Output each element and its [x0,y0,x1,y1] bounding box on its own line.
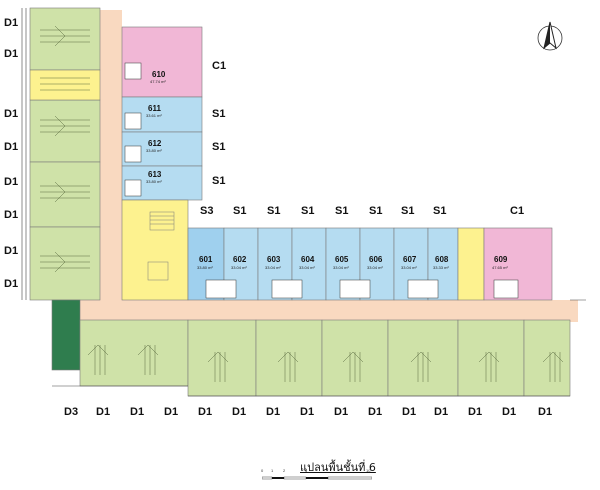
unit-d3-block [51,299,81,371]
left-column-units [29,7,101,301]
unit-611-number: 611 [148,104,161,113]
unit-612-area: 33.80 m² [146,148,162,153]
unit-602-number: 602 [233,255,247,264]
unit-left-1 [29,7,101,71]
scale-tick-2: 2 [283,468,286,473]
bottom-label-12: D1 [468,406,483,418]
unit-603-area: 33.04 m² [265,265,281,270]
unit-607-number: 607 [403,255,417,264]
bottom-label-8: D1 [334,406,349,418]
unit-610-area: 47.74 m² [150,79,166,84]
top-label-s1-6: S1 [401,205,415,217]
top-label-s1-2: S1 [267,205,281,217]
bottom-label-9: D1 [368,406,383,418]
scale-tick-1: 1 [271,468,274,473]
top-label-s1-7: S1 [433,205,447,217]
bottom-label-d3: D3 [64,406,79,418]
unit-610-block [121,26,203,98]
scale-tick-5: 5 [305,468,308,473]
unit-605-area: 33.04 m² [333,265,349,270]
top-label-s1-3: S1 [301,205,315,217]
unit-609-number: 609 [494,255,508,264]
stair-core-right [457,227,485,301]
left-column-hatches [40,25,90,273]
balcony-edges [21,8,586,397]
unit-604-area: 33.04 m² [299,265,315,270]
left-label-8: D1 [4,278,19,290]
unit-606-number: 606 [369,255,383,264]
unit-613-area: 33.80 m² [146,179,162,184]
unit-602-area: 33.04 m² [231,265,247,270]
scale-tick-0: 0 [261,468,264,473]
top-label-c1: C1 [510,205,525,217]
bottom-label-7: D1 [300,406,315,418]
scale-bar [262,476,372,480]
left-label-1: D1 [4,17,19,29]
left-label-5: D1 [4,176,19,188]
bottom-label-10: D1 [402,406,417,418]
stair-core-left [29,69,101,101]
left-label-3: D1 [4,108,19,120]
left-label-7: D1 [4,245,19,257]
corridor-horizontal [78,300,578,322]
scale-tick-10: 10 [366,468,371,473]
bottom-label-4: D1 [198,406,213,418]
unit-609-area: 47.65 m² [492,265,508,270]
top-label-s1-5: S1 [369,205,383,217]
bottom-row-units [79,319,571,397]
unit-left-3 [29,161,101,228]
unit-604-number: 604 [301,255,315,264]
north-arrow-icon [537,21,563,51]
bottom-label-2: D1 [130,406,145,418]
bathroom-pods [124,62,519,299]
left-label-6: D1 [4,209,19,221]
unit-610-number: 610 [152,70,166,79]
center-core-details [147,211,175,281]
bottom-label-3: D1 [164,406,179,418]
wing-label-c1: C1 [212,60,227,72]
top-label-s1-4: S1 [335,205,349,217]
unit-left-2 [29,99,101,163]
wing-label-s1-2: S1 [212,141,226,153]
stair-core-center [121,199,189,301]
left-label-4: D1 [4,141,19,153]
bottom-label-6: D1 [266,406,281,418]
unit-605-number: 605 [335,255,349,264]
bottom-label-11: D1 [434,406,449,418]
unit-608-area: 33.33 m² [433,265,449,270]
unit-601-area: 33.80 m² [197,265,213,270]
top-label-s3: S3 [200,205,214,217]
unit-608-number: 608 [435,255,449,264]
left-label-2: D1 [4,48,19,60]
unit-606-area: 33.04 m² [367,265,383,270]
unit-612-number: 612 [148,139,162,148]
unit-607-area: 33.04 m² [401,265,417,270]
bottom-label-1: D1 [96,406,111,418]
bottom-row-hatches [87,344,564,382]
bottom-label-14: D1 [538,406,553,418]
plan-title: แปลนพื้นชั้นที่ 6 [300,461,376,474]
unit-601-number: 601 [199,255,213,264]
wing-label-s1-3: S1 [212,175,226,187]
corridor-vertical [100,10,122,312]
bottom-label-13: D1 [502,406,517,418]
unit-left-4 [29,226,101,301]
unit-603-number: 603 [267,255,281,264]
unit-611-area: 33.61 m² [146,113,162,118]
top-label-s1-1: S1 [233,205,247,217]
bottom-label-5: D1 [232,406,247,418]
wing-label-s1-1: S1 [212,108,226,120]
unit-613-number: 613 [148,170,162,179]
